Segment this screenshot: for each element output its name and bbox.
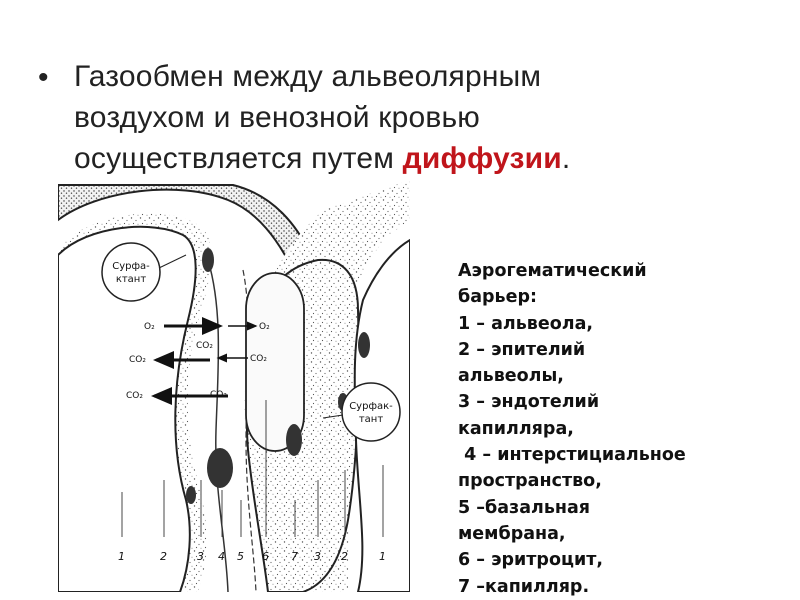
legend-item: мембрана, [458,523,566,544]
callout-5: 5 [237,550,244,563]
heading-line-3-end: . [561,142,571,175]
legend-item: 4 – интерстициальное [458,445,686,466]
callout-3-right: 3 [314,550,321,563]
callout-3-left: 3 [197,550,204,563]
legend-item: 3 – эндотелий [458,392,600,413]
legend-item: 5 –базальная [458,497,591,518]
legend-title-2: барьер: [458,287,538,308]
gas-label-co2-e: CO₂ [210,390,227,400]
legend-item: 7 –капилляр. [458,576,590,597]
legend-title-1: Аэрогематический [458,261,647,281]
gas-label-co2-a: CO₂ [196,341,213,351]
heading-line-2: воздухом и венозной кровью [74,101,481,134]
callout-4: 4 [218,550,225,563]
gas-exchange-arrows: O₂ O₂ CO₂ CO₂ CO₂ CO₂ CO₂ [126,317,270,405]
surfactant-label-right-1: Сурфак- [349,401,393,412]
cell-nucleus [202,248,214,272]
heading-line-3-start: осуществляется путем [74,142,403,175]
legend-item: 2 – эпителий [458,339,586,360]
callout-2-right: 2 [341,550,348,563]
cell-nucleus [207,448,233,488]
surfactant-label-top-2: ктант [116,274,147,285]
left-alveolus [58,225,197,592]
surfactant-label-right-2: тант [359,414,383,425]
cell-nucleus [286,424,302,456]
upper-left-septum [58,184,315,272]
slide-heading: Газообмен между альвеолярным воздухом и … [74,56,774,179]
gas-label-co2-b: CO₂ [129,355,146,365]
callout-2-left: 2 [160,550,167,563]
legend-item: пространство, [458,471,602,492]
heading-line-1: Газообмен между альвеолярным [74,60,542,93]
barrier-legend: Аэрогематический барьер: 1 – альвеола, 2… [458,258,788,600]
callout-1-left: 1 [118,550,125,563]
alveolar-barrier-diagram: Сурфа- ктант Сурфак- тант O₂ O₂ CO₂ CO₂ … [58,180,410,592]
surfactant-bubble-right: Сурфак- тант [322,382,401,442]
legend-item: 6 – эритроцит, [458,550,603,571]
surfactant-label-top-1: Сурфа- [112,261,150,272]
callout-6: 6 [262,550,269,563]
callout-7: 7 [291,550,298,563]
surfactant-bubble-top: Сурфа- ктант [101,242,187,302]
heading-accent-word: диффузии [402,142,562,175]
callout-1-right: 1 [379,550,386,563]
bullet-marker: • [38,61,49,94]
cell-nucleus [186,486,196,504]
gas-label-co2-c: CO₂ [250,354,267,364]
gas-label-co2-d: CO₂ [126,391,143,401]
heading-line-3: осуществляется путем диффузии. [74,138,774,179]
legend-item: альвеолы, [458,366,564,387]
gas-label-o2-right: O₂ [259,322,270,332]
cell-nucleus [358,332,370,358]
number-labels: 1 2 3 4 5 6 7 3 2 1 [118,550,386,563]
legend-item: 1 – альвеола, [458,313,594,334]
erythrocyte [245,272,305,452]
barrier-line-epithelium [207,259,229,592]
gas-label-o2-left: O₂ [144,322,155,332]
legend-item: капилляра, [458,418,574,439]
number-callouts [121,400,384,537]
